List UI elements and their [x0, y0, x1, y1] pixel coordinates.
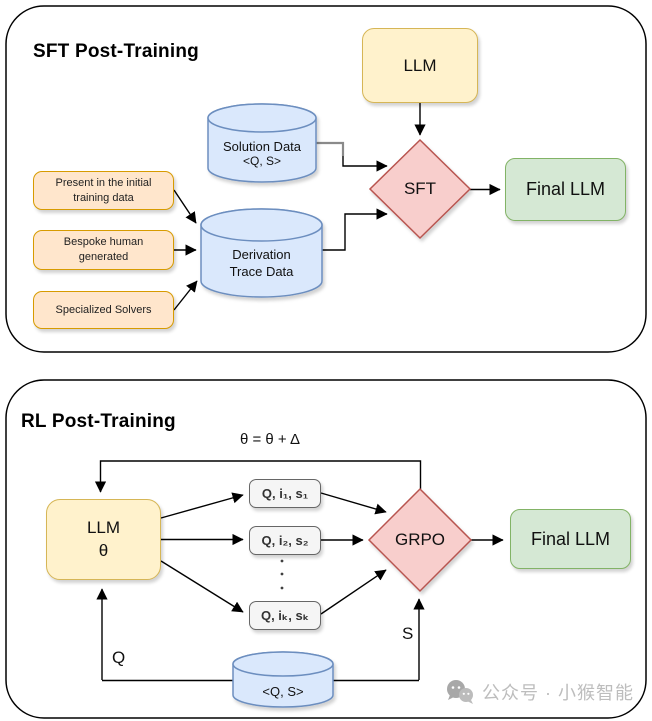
sample-label-k: Q, iₖ, sₖ [260, 607, 310, 623]
sample-box-k: Q, iₖ, sₖ [249, 601, 321, 630]
derivation-cylinder-label: Derivation Trace Data [201, 242, 322, 286]
arrow-solution-to-sft [342, 156, 388, 172]
sft-panel-title: SFT Post-Training [33, 41, 199, 62]
source-box-initial-training-data: Present in the initial training data [33, 171, 174, 210]
connector-solution-elbow-gray [316, 141, 345, 156]
arrow-llm-to-sample3 [160, 560, 244, 613]
update-rule-label: θ = θ + Δ [239, 430, 301, 448]
s-edge-label: S [402, 624, 414, 643]
samples-ellipsis-dots [280, 559, 284, 590]
rl-llm-box: LLM θ [46, 499, 161, 580]
watermark: 公众号 · 小猴智能 [445, 679, 634, 705]
wechat-icon [447, 680, 473, 704]
rl-final-llm-box: Final LLM [510, 509, 631, 569]
derivation-cylinder-line2: Trace Data [229, 264, 294, 279]
rl-panel-title: RL Post-Training [21, 411, 176, 432]
sft-llm-label: LLM [403, 55, 437, 75]
arrow-source1-to-derivation [173, 189, 197, 224]
arrow-derivation-to-sft [322, 208, 388, 251]
sft-diamond-label: SFT [403, 179, 437, 198]
rl-llm-line2: θ [98, 540, 109, 560]
sample-label-2: Q, i₂, s₂ [261, 533, 309, 548]
watermark-text: 公众号 · 小猴智能 [482, 683, 634, 703]
arrow-grpo-feedback-to-llm [94, 460, 422, 493]
rl-panel-frame [5, 379, 647, 719]
source-label-3: Specialized Solvers [55, 303, 152, 316]
solution-cylinder-line1: Solution Data [222, 138, 302, 154]
arrow-sample3-to-grpo [320, 569, 387, 615]
solution-cylinder-label: Solution Data <Q, S> [208, 132, 316, 174]
qs-dataset-cylinder [232, 651, 334, 708]
rl-final-llm-label: Final LLM [530, 528, 611, 549]
source-box-bespoke-human: Bespoke human generated [33, 230, 174, 270]
source-label-1: Present in the initial training data [55, 176, 152, 204]
q-edge-label: Q [112, 648, 126, 667]
solution-cylinder-line2: <Q, S> [242, 153, 282, 168]
grpo-diamond [367, 487, 473, 593]
arrow-sample1-to-grpo [320, 492, 387, 515]
sample-label-1: Q, i₁, s₁ [261, 486, 309, 501]
rl-llm-line1: LLM [86, 517, 121, 537]
sft-llm-box: LLM [362, 28, 478, 103]
qs-cylinder-label: <Q, S> [262, 683, 304, 699]
sft-final-llm-box: Final LLM [505, 158, 626, 221]
grpo-diamond-label: GRPO [394, 530, 446, 549]
arrow-llm-to-sample1 [160, 492, 244, 519]
sft-final-llm-label: Final LLM [525, 179, 606, 199]
arrow-source3-to-derivation [173, 280, 198, 311]
sample-box-1: Q, i₁, s₁ [249, 479, 321, 508]
source-box-specialized-solvers: Specialized Solvers [33, 291, 174, 329]
derivation-trace-cylinder [200, 208, 323, 298]
sft-diamond [368, 138, 472, 240]
sample-box-2: Q, i₂, s₂ [249, 526, 321, 555]
derivation-cylinder-line1: Derivation [232, 247, 291, 263]
solution-data-cylinder [207, 103, 317, 183]
source-label-2: Bespoke human generated [63, 236, 144, 263]
